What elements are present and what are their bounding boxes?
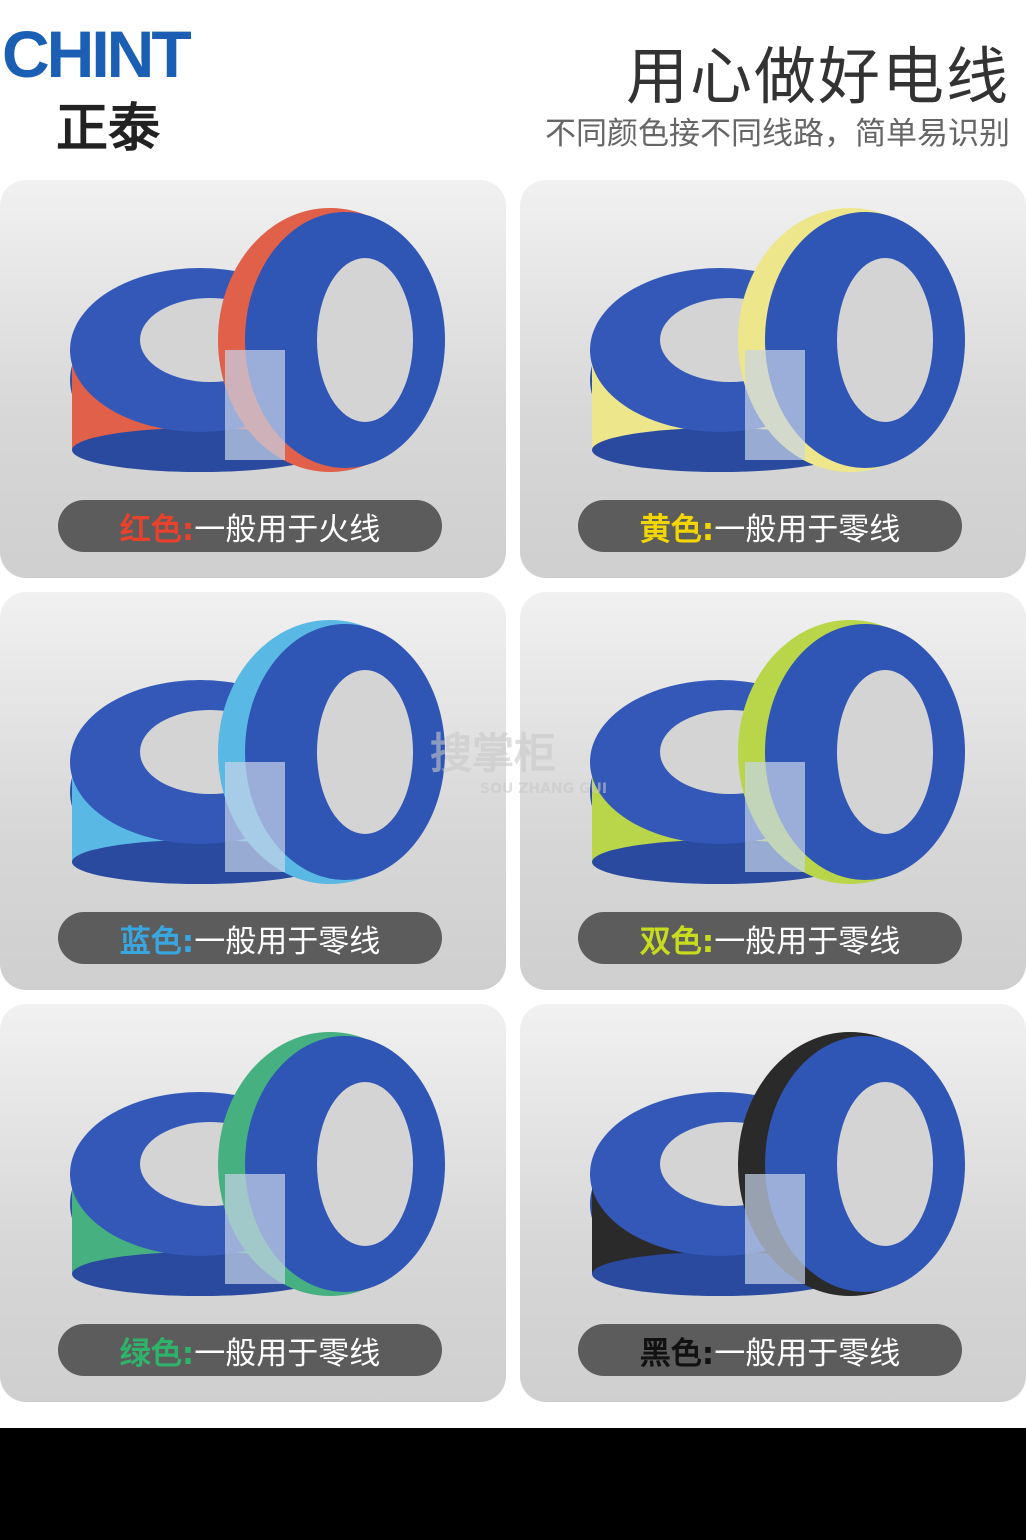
color-name: 黄色:: [639, 511, 715, 548]
wire-spool-image: [70, 620, 445, 884]
color-name: 蓝色:: [119, 923, 195, 960]
wire-spool-image: [70, 1032, 445, 1296]
wire-card: 双色: 一般用于零线: [520, 592, 1026, 990]
wire-color-label: 红色: 一般用于火线: [58, 500, 442, 552]
wire-spool-image: [590, 620, 965, 884]
wire-spool-image: [70, 208, 445, 472]
wire-color-label: 黄色: 一般用于零线: [578, 500, 962, 552]
usage-text: 一般用于火线: [194, 511, 381, 548]
wire-card: 蓝色: 一般用于零线: [0, 592, 506, 990]
color-name: 双色:: [639, 923, 715, 960]
wire-color-label: 双色: 一般用于零线: [578, 912, 962, 964]
page-title: 用心做好电线: [625, 40, 1010, 113]
usage-text: 一般用于零线: [194, 923, 381, 960]
page-subtitle: 不同颜色接不同线路，简单易识别: [545, 116, 1010, 152]
wire-color-label: 蓝色: 一般用于零线: [58, 912, 442, 964]
color-name: 黑色:: [639, 1335, 715, 1372]
wire-card: 绿色: 一般用于零线: [0, 1004, 506, 1402]
wire-color-label: 绿色: 一般用于零线: [58, 1324, 442, 1376]
usage-text: 一般用于零线: [714, 923, 901, 960]
wire-card: 黄色: 一般用于零线: [520, 180, 1026, 578]
wire-card: 黑色: 一般用于零线: [520, 1004, 1026, 1402]
bottom-bar: [0, 1428, 1026, 1540]
wire-spool-image: [590, 208, 965, 472]
chint-logo-cn: 正泰: [56, 99, 161, 159]
wire-spool-image: [590, 1032, 965, 1296]
wire-color-label: 黑色: 一般用于零线: [578, 1324, 962, 1376]
chint-logo: CHINT: [2, 17, 192, 91]
usage-text: 一般用于零线: [714, 511, 901, 548]
usage-text: 一般用于零线: [714, 1335, 901, 1372]
color-name: 红色:: [119, 511, 195, 548]
usage-text: 一般用于零线: [194, 1335, 381, 1372]
color-name: 绿色:: [119, 1335, 195, 1372]
wire-card: 红色: 一般用于火线: [0, 180, 506, 578]
